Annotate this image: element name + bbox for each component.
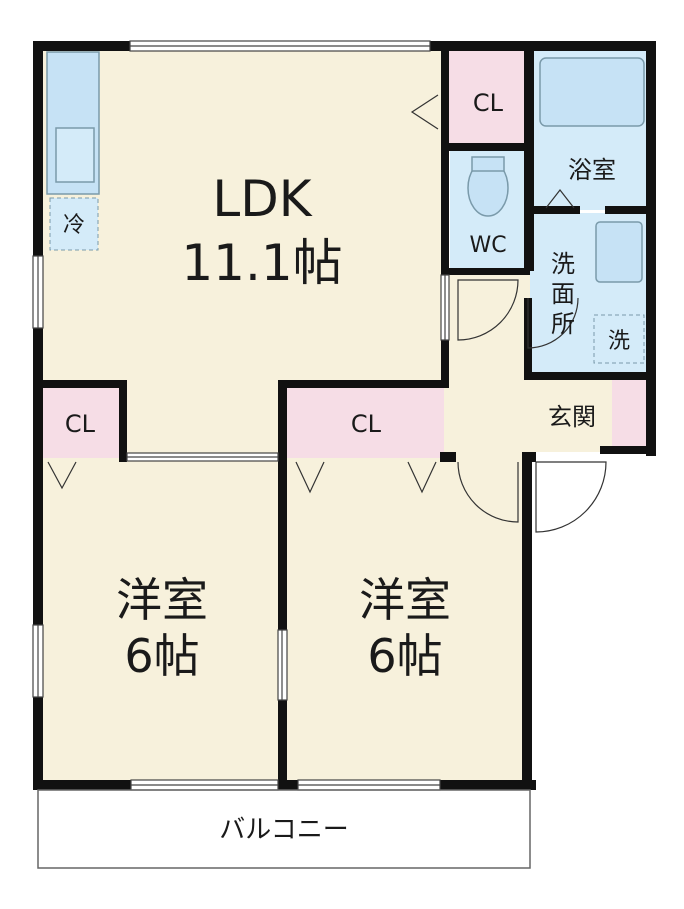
wall-closet-top-right bbox=[279, 380, 449, 388]
fixture-boxes bbox=[49, 197, 645, 364]
bathtub bbox=[539, 57, 645, 127]
western-right-floor bbox=[284, 458, 530, 783]
closet-left-marker bbox=[47, 461, 77, 490]
bath-door-marker bbox=[545, 189, 575, 209]
entrance-door-swing bbox=[535, 461, 607, 533]
wall-left-lower bbox=[33, 697, 43, 789]
wall-wc-left bbox=[441, 145, 449, 275]
wc-label: WC bbox=[469, 233, 506, 258]
windows bbox=[32, 40, 450, 791]
wall-closet-left-right bbox=[119, 380, 127, 462]
washbasin bbox=[595, 221, 643, 283]
room-labels: LDK 11.1帖 洋室 6帖 洋室 6帖 CL CL CL 浴室 WC 洗 面… bbox=[63, 89, 630, 845]
wall-bedroom-right-top bbox=[440, 452, 456, 462]
right-room-door-swing bbox=[457, 461, 519, 523]
wall-top-right bbox=[430, 41, 656, 51]
door-swings bbox=[457, 279, 607, 533]
ldk-name: LDK bbox=[212, 170, 312, 228]
closet-right-room bbox=[284, 386, 444, 458]
entrance-shoe-closet bbox=[612, 380, 650, 446]
washer-space-box bbox=[593, 314, 645, 364]
western-right-name: 洋室 bbox=[359, 573, 451, 627]
walls bbox=[33, 41, 656, 790]
hall-floor bbox=[446, 275, 530, 462]
closet-right-room-label: CL bbox=[351, 410, 382, 438]
balcony-floor bbox=[38, 789, 530, 869]
wall-entrance-bottom bbox=[600, 446, 656, 454]
wall-room-divider bbox=[278, 380, 287, 630]
wall-closet-bath bbox=[524, 41, 534, 271]
closets bbox=[38, 48, 650, 458]
toilet-tank bbox=[471, 156, 505, 172]
western-right-size: 6帖 bbox=[367, 629, 442, 683]
western-left-floor bbox=[38, 458, 282, 783]
wc-door-swing bbox=[457, 279, 519, 341]
wall-bottom-right bbox=[440, 780, 536, 790]
wall-room-divider-lower bbox=[278, 700, 287, 785]
balcony-outline bbox=[37, 789, 531, 869]
wall-right-room-east bbox=[522, 452, 532, 785]
closet-right-marker-a bbox=[295, 461, 325, 494]
wall-bath-bottom-right bbox=[605, 206, 653, 214]
western-left-name: 洋室 bbox=[116, 573, 208, 627]
washroom-label-1: 洗 bbox=[551, 250, 575, 278]
washroom-door-swing bbox=[527, 297, 579, 349]
entrance-label: 玄関 bbox=[548, 403, 596, 431]
wall-hall-entrance-top bbox=[522, 452, 536, 462]
closet-door-markers bbox=[47, 94, 575, 494]
floor-areas bbox=[38, 48, 650, 869]
wall-washroom-bottom bbox=[524, 372, 654, 380]
closet-right-marker-b bbox=[407, 461, 437, 494]
wall-ldk-right bbox=[441, 41, 449, 151]
closet-ldk-top bbox=[446, 48, 526, 148]
fridge-space-label: 冷 bbox=[63, 213, 85, 238]
bath-label: 浴室 bbox=[568, 156, 616, 184]
washer-space-label: 洗 bbox=[608, 329, 630, 354]
wall-ldk-right-lower bbox=[441, 340, 449, 385]
wall-bottom bbox=[33, 780, 131, 790]
wall-right-upper bbox=[646, 41, 656, 456]
washroom-label-2: 面 bbox=[551, 280, 575, 308]
wall-wc-bottom bbox=[446, 268, 530, 275]
ldk-size: 11.1帖 bbox=[181, 234, 342, 292]
western-left-size: 6帖 bbox=[124, 629, 199, 683]
wall-closet-top-left bbox=[33, 380, 127, 388]
wall-bottom-mid bbox=[278, 780, 298, 790]
wall-left-middle bbox=[33, 328, 43, 625]
closet-ldk-marker bbox=[410, 94, 439, 130]
closet-ldk-top-label: CL bbox=[473, 89, 504, 117]
washroom-label-3: 所 bbox=[551, 310, 575, 338]
wet-areas bbox=[46, 48, 650, 375]
fridge-space-box bbox=[49, 197, 99, 251]
wall-bath-bottom bbox=[530, 206, 580, 214]
sink bbox=[55, 127, 95, 183]
closet-left-room-label: CL bbox=[65, 410, 96, 438]
balcony-label: バルコニー bbox=[219, 815, 348, 845]
wall-cl-wc bbox=[446, 143, 532, 151]
closet-left-room bbox=[38, 386, 124, 458]
wall-left-upper bbox=[33, 41, 43, 256]
wall-top-left bbox=[33, 41, 133, 51]
